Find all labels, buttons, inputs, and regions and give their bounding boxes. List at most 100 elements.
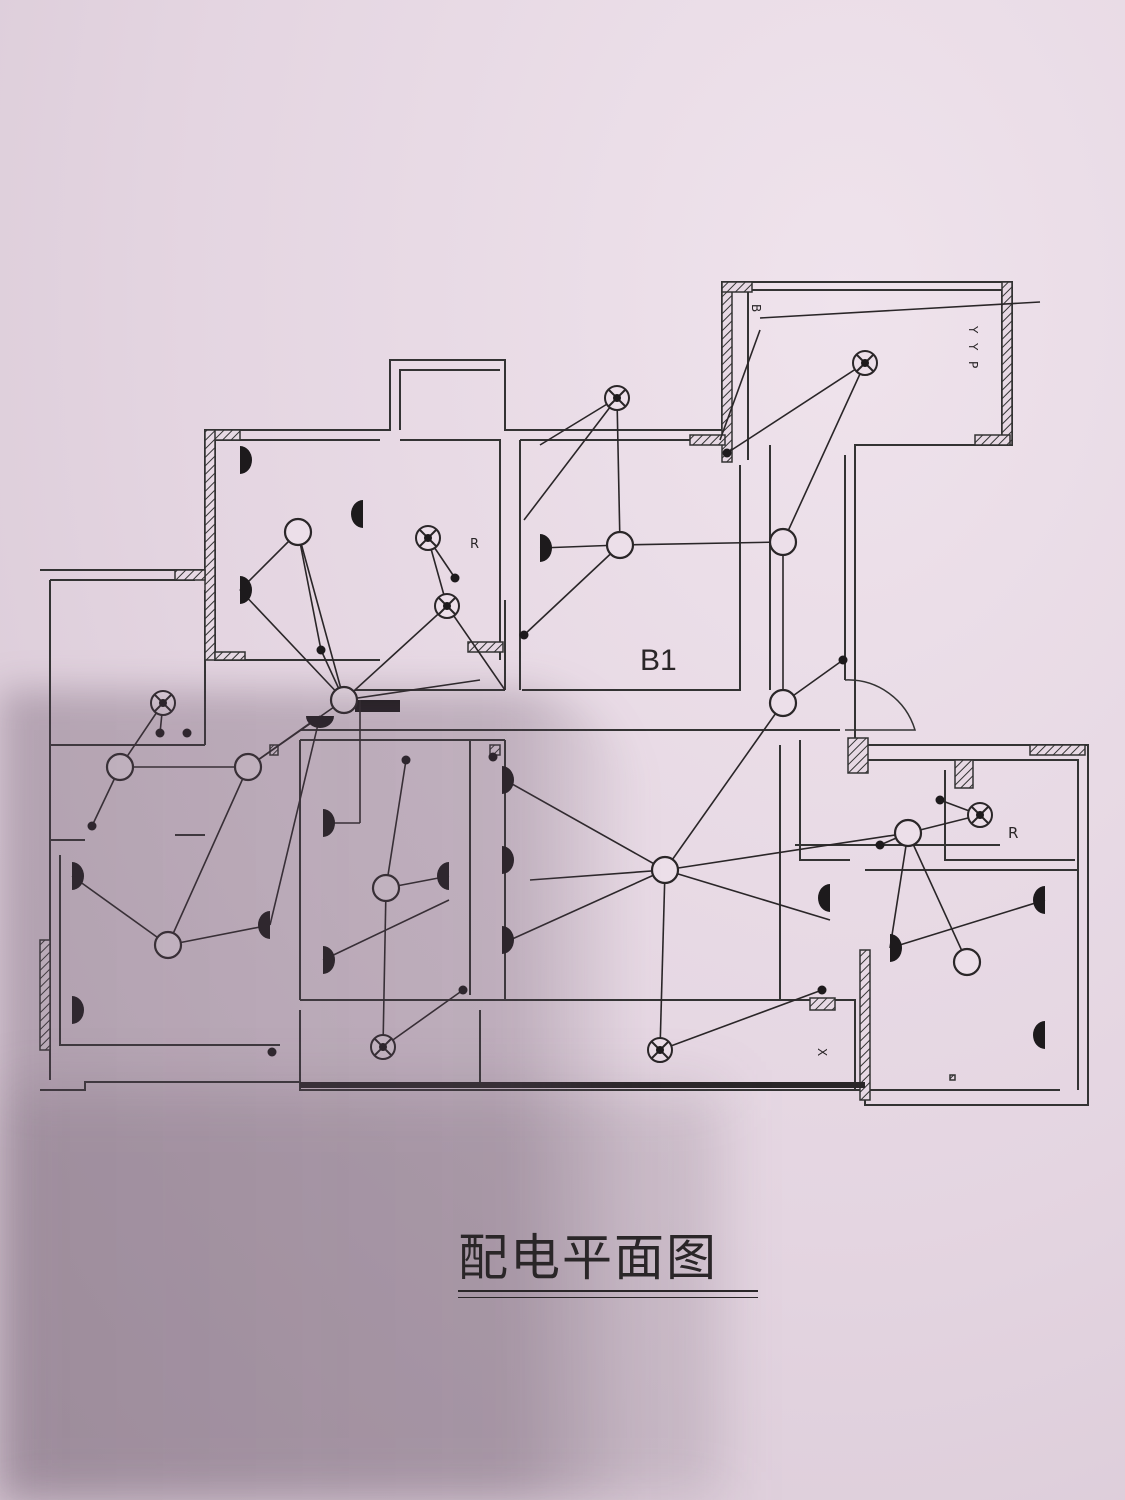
cross-lamp-dot: [443, 602, 451, 610]
hatched-walls: [39, 281, 1086, 1101]
ceiling-light-icon: [768, 527, 798, 557]
walls: [40, 281, 1089, 1106]
wire-26: [664, 869, 831, 921]
wire-25: [659, 989, 823, 1051]
hatched-wall-2: [214, 651, 246, 661]
ceiling-light-icon: [893, 818, 923, 848]
cross-lamp-icon: [852, 350, 878, 376]
thick-wall-south: [300, 1082, 865, 1088]
wire-22: [509, 869, 666, 941]
cross-lamp-icon: [370, 1034, 396, 1060]
switch-icon: [182, 728, 192, 738]
wall-lamp-icon: [72, 996, 84, 1024]
cross-lamp-dot: [656, 1046, 664, 1054]
wire-30: [889, 832, 909, 949]
wire-39: [71, 875, 169, 946]
wall-22: [845, 999, 856, 1090]
wall-30: [59, 855, 280, 1046]
wall-lamp-icon: [1033, 1021, 1045, 1049]
wire-43: [385, 759, 407, 889]
hatched-wall-7: [689, 434, 726, 446]
wire-3: [297, 531, 322, 651]
room-label-b1: B1: [640, 644, 677, 677]
wall-lamp-icon: [502, 846, 514, 874]
photo-shadow-lower: [0, 1090, 720, 1500]
wall-lamp-icon: [437, 862, 449, 890]
socket-label-b: B: [749, 304, 763, 312]
cross-lamp-dot: [976, 811, 984, 819]
wall-lamp-icon: [890, 934, 902, 962]
cross-lamp-icon: [415, 525, 441, 551]
wire-14: [523, 544, 621, 636]
wire-23: [504, 779, 666, 871]
wire-47: [322, 899, 450, 961]
socket-label-p: P: [966, 361, 980, 368]
wire-21: [529, 869, 666, 881]
hatched-wall-11: [39, 939, 51, 1051]
hatched-wall-16: [847, 737, 869, 774]
cross-lamp-icon: [967, 802, 993, 828]
socket-label-y1: Y: [966, 325, 980, 334]
wire-20: [664, 832, 909, 871]
wire-8: [446, 605, 506, 691]
ceiling-light-icon: [233, 752, 263, 782]
wire-16: [726, 362, 866, 454]
wire-24: [659, 869, 666, 1051]
wire-9: [343, 679, 481, 701]
wire-44: [382, 887, 387, 1048]
wall-lamp-icon: [72, 862, 84, 890]
wire-52: [719, 329, 761, 441]
ceiling-light-icon: [650, 855, 680, 885]
hatched-wall-1: [204, 429, 216, 661]
cross-lamp-dot: [424, 534, 432, 542]
wire-11: [523, 397, 618, 521]
switch-icon: [488, 752, 498, 762]
hatched-wall-6: [974, 434, 1011, 446]
wire-4: [239, 589, 345, 701]
ceiling-light-icon: [605, 530, 635, 560]
wire-40: [167, 924, 271, 946]
cross-lamp-icon: [150, 690, 176, 716]
switch-icon: [155, 728, 165, 738]
switch-icon: [838, 655, 848, 665]
hatched-wall-10: [269, 744, 279, 756]
switch-icon: [935, 795, 945, 805]
cross-lamp-icon: [647, 1037, 673, 1063]
ceiling-light-icon: [371, 873, 401, 903]
socket-label-r1: R: [470, 537, 479, 552]
wire-29: [907, 832, 968, 963]
cross-lamp-dot: [159, 699, 167, 707]
ceiling-light-icon: [105, 752, 135, 782]
wall-6: [399, 369, 500, 430]
distribution-panel: [355, 700, 400, 712]
wall-lamp-icon: [323, 809, 335, 837]
socket-label-x: X: [815, 1048, 829, 1056]
wall-5: [400, 439, 501, 660]
switch-icon: [722, 448, 732, 458]
wire-41: [247, 715, 321, 768]
wall-23: [860, 759, 1079, 1090]
wall-lamp-icon: [306, 716, 334, 728]
photo-shadow: [0, 690, 640, 1500]
cross-lamp-dot: [861, 359, 869, 367]
wall-lamp-icon: [502, 766, 514, 794]
hatched-wall-14: [809, 997, 836, 1011]
ceiling-light-icon: [768, 688, 798, 718]
drawing-title: 配电平面图: [458, 1229, 718, 1287]
title-underline-thin: [458, 1297, 758, 1298]
switch-icon: [817, 985, 827, 995]
hatched-wall-17: [954, 759, 974, 789]
wiring: [71, 301, 1046, 1051]
wall-lamp-icon: [540, 534, 552, 562]
switch-icon: [519, 630, 529, 640]
switch-icon: [401, 755, 411, 765]
hatched-wall-8: [174, 569, 206, 581]
door-swing: [844, 679, 917, 731]
title-underline: [458, 1290, 758, 1292]
wire-13: [619, 541, 784, 546]
switch-icon: [316, 645, 326, 655]
wall-lamp-icon: [502, 926, 514, 954]
switch-icon: [87, 821, 97, 831]
